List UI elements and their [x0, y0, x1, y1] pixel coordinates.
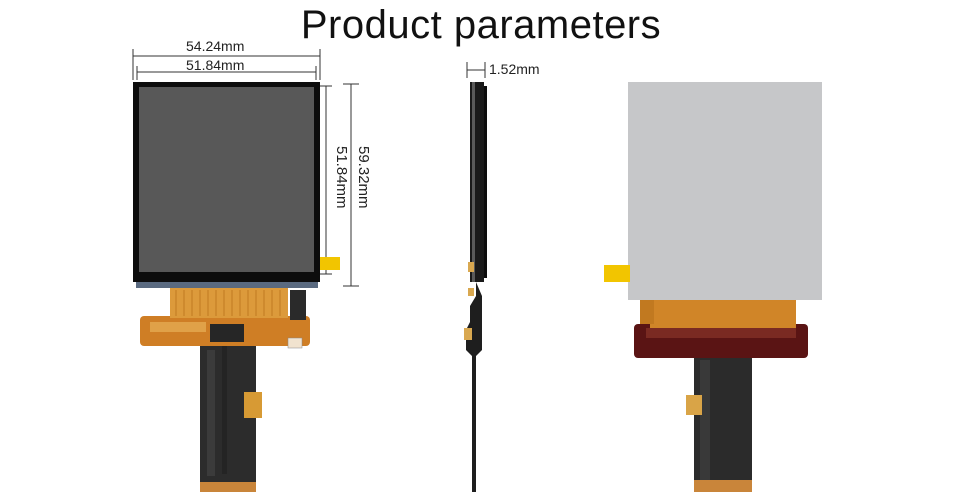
outer-height-label: 59.32mm [355, 146, 372, 209]
active-width-label: 51.84mm [186, 57, 245, 73]
thickness-label: 1.52mm [489, 61, 540, 77]
back-side-tab [604, 265, 630, 282]
page-title: Product parameters [300, 3, 662, 47]
outer-width-label: 54.24mm [186, 38, 245, 54]
front-view [133, 82, 340, 492]
back-view [604, 82, 822, 492]
active-height-label: 51.84mm [333, 146, 350, 209]
front-screen [139, 87, 314, 272]
front-side-tab [320, 257, 340, 270]
back-panel [628, 82, 822, 300]
dimension-lines [132, 49, 486, 287]
side-view [464, 82, 487, 492]
